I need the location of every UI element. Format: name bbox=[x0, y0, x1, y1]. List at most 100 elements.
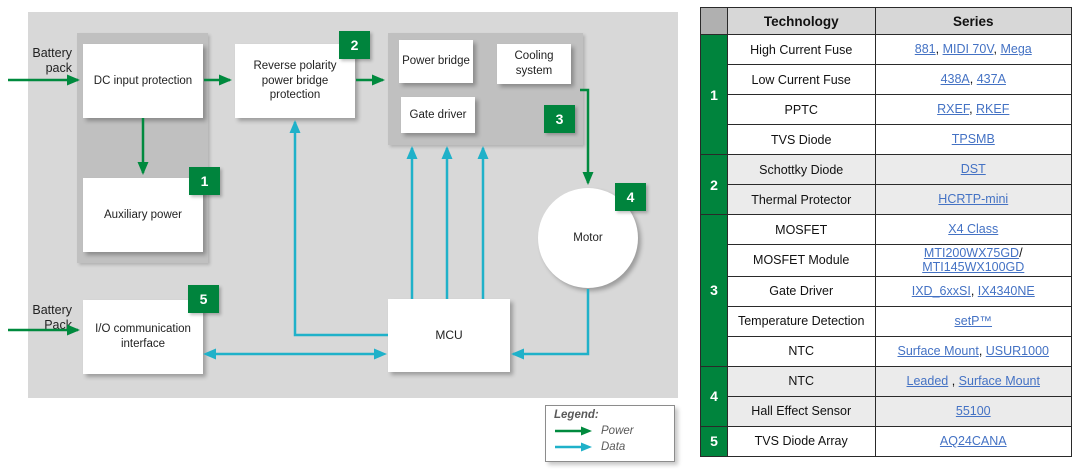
group-number-cell: 1 bbox=[700, 34, 728, 155]
data-arrowhead-into-io bbox=[203, 348, 216, 360]
series-link[interactable]: 55100 bbox=[955, 404, 991, 419]
series-link[interactable]: TPSMB bbox=[951, 132, 995, 147]
series-link[interactable]: HCRTP-mini bbox=[938, 192, 1009, 207]
technology-cell: Gate Driver bbox=[726, 275, 876, 307]
technology-cell: Temperature Detection bbox=[726, 305, 876, 337]
group-number-cell: 4 bbox=[700, 365, 728, 427]
data-arrow-mcu-to-reverse bbox=[289, 120, 388, 337]
reverse-polarity-box: Reverse polarity power bridge protection bbox=[235, 44, 355, 118]
legend-power-arrow-icon bbox=[555, 426, 592, 436]
legend-data-label: Data bbox=[601, 441, 626, 453]
table-row: TVS Diode TPSMB bbox=[701, 124, 1073, 155]
table-corner-cell bbox=[700, 7, 728, 35]
series-cell: 438A, 437A bbox=[874, 64, 1073, 95]
series-separator: , bbox=[969, 102, 977, 117]
series-link[interactable]: MTI200WX75GD bbox=[923, 246, 1020, 260]
battery-pack-bottom-label: Battery Pack bbox=[32, 303, 72, 332]
technology-cell: MOSFET bbox=[726, 214, 876, 245]
technology-cell: Thermal Protector bbox=[726, 184, 876, 215]
series-link[interactable]: Leaded bbox=[906, 374, 949, 389]
group-number-cell: 5 bbox=[700, 425, 728, 457]
series-link[interactable]: RXEF bbox=[937, 102, 970, 117]
series-cell: AQ24CANA bbox=[874, 425, 1073, 457]
auxiliary-power-box: Auxiliary power bbox=[83, 178, 203, 252]
technology-cell: TVS Diode bbox=[726, 124, 876, 155]
step-badge-3: 3 bbox=[544, 105, 575, 133]
cooling-system-box: Cooling system bbox=[497, 44, 571, 84]
power-bridge-box: Power bridge bbox=[399, 40, 473, 83]
series-cell: IXD_6xxSI, IX4340NE bbox=[874, 275, 1073, 307]
series-cell: MTI200WX75GD/MTI145WX100GD bbox=[874, 244, 1073, 277]
technology-cell: Schottky Diode bbox=[726, 154, 876, 185]
series-link[interactable]: X4 Class bbox=[948, 222, 999, 237]
series-link[interactable]: IX4340NE bbox=[977, 284, 1035, 299]
series-link[interactable]: Surface Mount bbox=[897, 344, 979, 359]
group-number-cell: 2 bbox=[700, 154, 728, 215]
series-link[interactable]: 437A bbox=[976, 72, 1006, 87]
technology-header: Technology bbox=[726, 7, 876, 35]
step-badge-2: 2 bbox=[339, 31, 370, 59]
legend-title: Legend: bbox=[554, 409, 599, 421]
series-link[interactable]: 438A bbox=[940, 72, 970, 87]
series-separator: , bbox=[970, 284, 978, 299]
mcu-box: MCU bbox=[388, 299, 510, 372]
series-cell: 881, MIDI 70V, Mega bbox=[874, 34, 1073, 65]
technology-cell: NTC bbox=[726, 365, 876, 397]
connector-arrows bbox=[8, 74, 594, 360]
table-row: NTC Surface Mount, USUR1000 bbox=[701, 335, 1073, 367]
series-cell: setP™ bbox=[874, 305, 1073, 337]
series-link[interactable]: AQ24CANA bbox=[939, 434, 1007, 449]
technology-cell: Hall Effect Sensor bbox=[726, 395, 876, 427]
table-row: Hall Effect Sensor 55100 bbox=[701, 395, 1073, 427]
technology-cell: Low Current Fuse bbox=[726, 64, 876, 95]
series-cell: 55100 bbox=[874, 395, 1073, 427]
series-cell: DST bbox=[874, 154, 1073, 185]
series-cell: TPSMB bbox=[874, 124, 1073, 155]
table-row: Temperature Detection setP™ bbox=[701, 305, 1073, 337]
series-link[interactable]: IXD_6xxSI bbox=[911, 284, 971, 299]
io-interface-box: I/O communication interface bbox=[83, 300, 203, 374]
data-arrowhead-into-mcu bbox=[374, 348, 387, 360]
series-link[interactable]: Surface Mount bbox=[958, 374, 1040, 389]
series-cell: Leaded , Surface Mount bbox=[874, 365, 1073, 397]
power-arrow-stage-to-motor bbox=[580, 88, 594, 185]
step-badge-4: 4 bbox=[615, 183, 646, 211]
series-separator: , bbox=[969, 72, 977, 87]
series-separator: , bbox=[978, 344, 986, 359]
series-cell: X4 Class bbox=[874, 214, 1073, 245]
legend-data-arrow-icon bbox=[555, 442, 592, 452]
series-cell: RXEF, RKEF bbox=[874, 94, 1073, 125]
battery-pack-top-label: Battery pack bbox=[32, 46, 72, 75]
series-link[interactable]: Mega bbox=[1000, 42, 1032, 57]
series-link[interactable]: USUR1000 bbox=[985, 344, 1049, 359]
table-header-row: Technology Series bbox=[700, 7, 1073, 35]
dc-input-protection-box: DC input protection bbox=[83, 44, 203, 118]
series-link[interactable]: setP™ bbox=[954, 314, 993, 329]
series-link[interactable]: DST bbox=[960, 162, 986, 177]
step-badge-5: 5 bbox=[188, 285, 219, 313]
series-cell: HCRTP-mini bbox=[874, 184, 1073, 215]
gate-driver-box: Gate driver bbox=[401, 97, 475, 133]
series-separator: , bbox=[948, 374, 959, 389]
technology-cell: MOSFET Module bbox=[726, 244, 876, 277]
series-link[interactable]: RKEF bbox=[976, 102, 1010, 117]
series-separator: , bbox=[935, 42, 943, 57]
technology-cell: NTC bbox=[726, 335, 876, 367]
series-link[interactable]: MTI145WX100GD bbox=[922, 260, 1025, 275]
series-link[interactable]: 881 bbox=[914, 42, 936, 57]
series-link[interactable]: MIDI 70V bbox=[942, 42, 994, 57]
series-separator: / bbox=[1019, 246, 1023, 260]
data-arrow-motor-to-mcu bbox=[511, 289, 590, 360]
technology-cell: PPTC bbox=[726, 94, 876, 125]
legend-power-label: Power bbox=[601, 425, 634, 437]
group-number-cell: 3 bbox=[700, 214, 728, 367]
